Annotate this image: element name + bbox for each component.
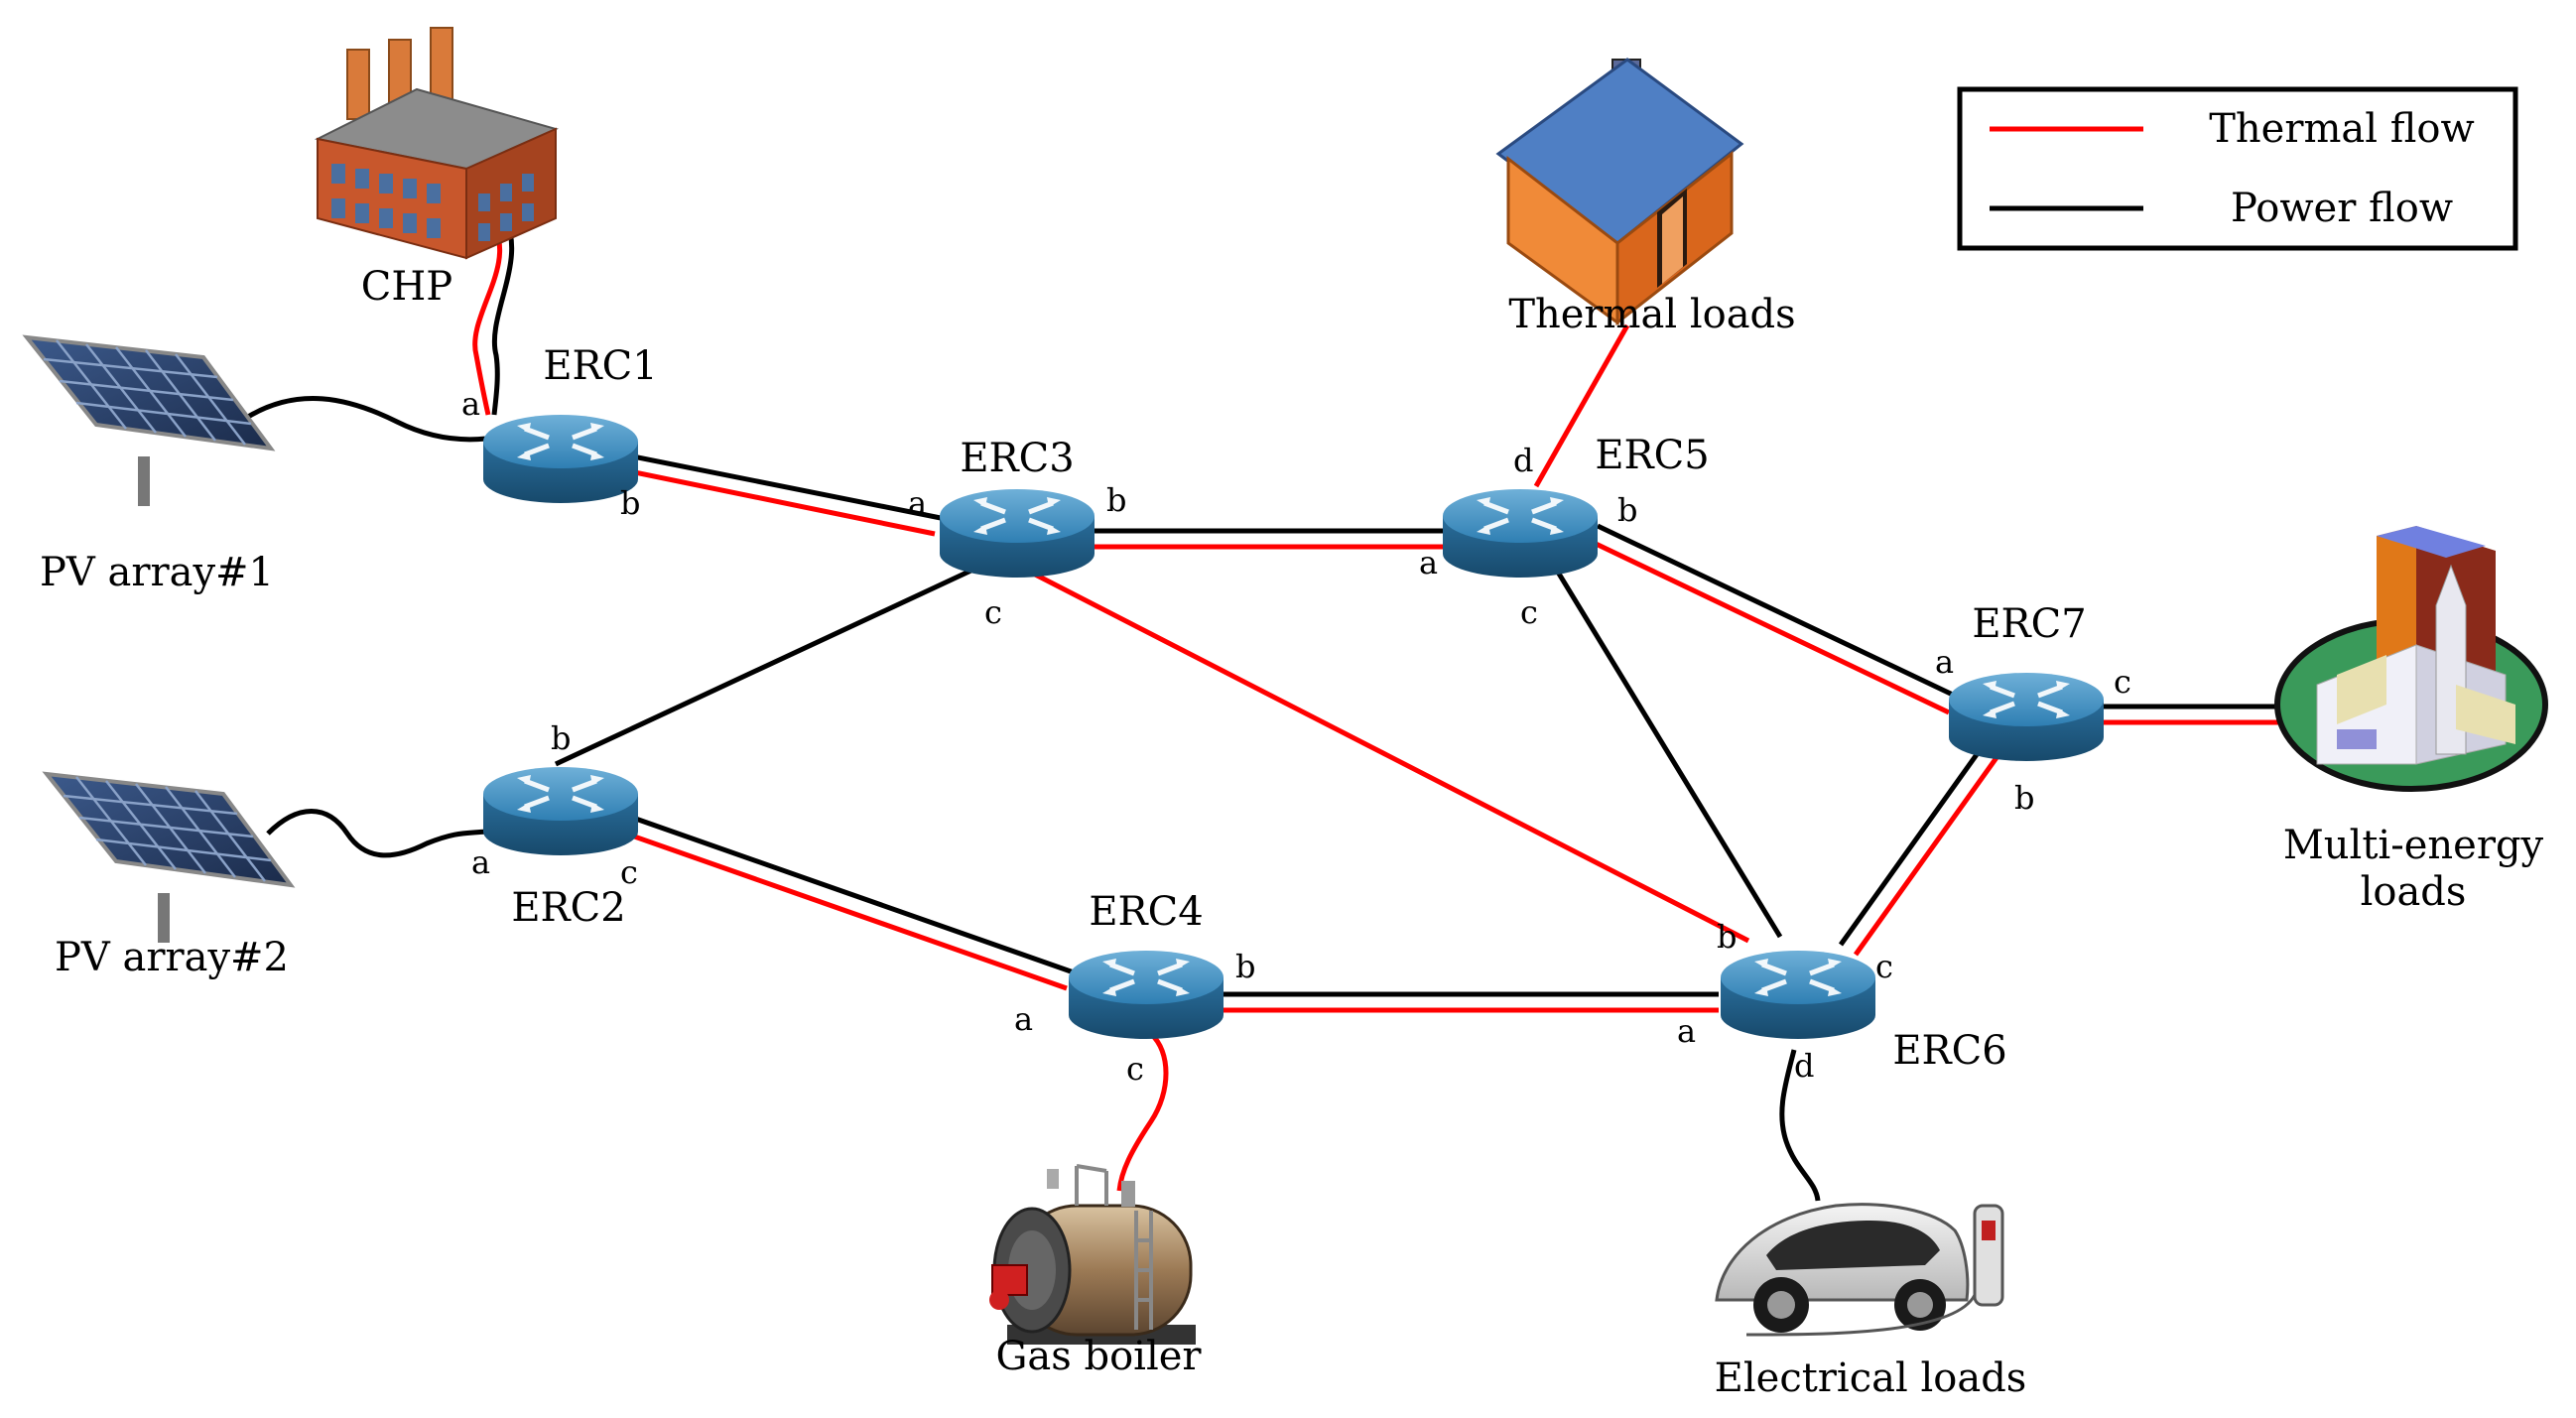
erc2-label: ERC2	[511, 885, 625, 931]
chp-label: CHP	[361, 264, 452, 310]
erc7-port-a: a	[1935, 643, 1954, 681]
erc7-router-icon	[1949, 673, 2104, 761]
pv2-erc2-power	[266, 809, 487, 858]
erc6-evload-power	[1779, 1049, 1821, 1202]
house-icon	[1495, 58, 1744, 326]
erc6-port-a: a	[1677, 1012, 1696, 1050]
multi-energy-building-icon	[2274, 526, 2548, 792]
erc2-port-a: a	[471, 843, 490, 881]
multi-energy-label-line2: loads	[2361, 869, 2467, 915]
chp-erc1-power	[491, 218, 515, 416]
erc5-port-a: a	[1419, 544, 1438, 581]
thermal-loads-label: Thermal loads	[1508, 292, 1795, 337]
multi-energy-label-line1: Multi-energy	[2283, 823, 2544, 868]
erc1-router-icon	[483, 415, 638, 503]
erc1-port-b: b	[620, 484, 640, 522]
electrical-loads-label: Electrical loads	[1715, 1355, 2027, 1401]
erc5-erc7-power	[1596, 523, 1959, 700]
erc4-label: ERC4	[1089, 889, 1203, 935]
erc3-router-icon	[940, 489, 1095, 578]
erc4-router-icon	[1069, 951, 1224, 1039]
erc7-erc6-power	[1838, 730, 1996, 947]
legend-box	[1957, 86, 2518, 251]
erc7-port-b: b	[2014, 779, 2034, 817]
erc5-erc6-power	[1545, 554, 1783, 939]
erc4-boiler-thermal	[1116, 1032, 1169, 1192]
erc3-port-a: a	[908, 484, 927, 522]
erc5-router-icon	[1443, 489, 1598, 578]
erc6-label: ERC6	[1892, 1028, 2006, 1074]
erc5-port-c: c	[1520, 593, 1538, 631]
labels: ERC1 ERC2 ERC3 ERC4 ERC5 ERC6 ERC7 CHP P…	[40, 264, 2544, 1401]
erc5-thermal-loads	[1533, 323, 1630, 488]
erc5-erc7-thermal	[1590, 539, 1951, 715]
erc3-port-b: b	[1106, 481, 1126, 519]
erc2-erc4-thermal	[619, 829, 1068, 991]
erc6-port-b: b	[1717, 918, 1737, 956]
erc7-erc6-thermal	[1853, 736, 2013, 957]
erc2-erc4-power	[626, 813, 1075, 975]
erc1-label: ERC1	[543, 343, 657, 389]
erc3-port-c: c	[984, 593, 1002, 631]
erc7-label: ERC7	[1972, 601, 2086, 647]
erc6-port-c: c	[1875, 948, 1893, 985]
erc5-port-d: d	[1513, 442, 1533, 479]
solar-panel-icon	[45, 772, 293, 945]
erc2-port-c: c	[620, 853, 638, 891]
legend-thermal-label: Thermal flow	[2209, 106, 2475, 152]
erc3-erc2-power	[554, 558, 994, 767]
erc1-erc3-thermal	[614, 465, 936, 537]
pv2-label: PV array#2	[55, 935, 289, 980]
erc4-port-a: a	[1014, 1000, 1033, 1038]
erc7-port-c: c	[2114, 663, 2131, 701]
chp-erc1-thermal	[472, 224, 503, 416]
erc5-port-b: b	[1617, 491, 1637, 529]
gas-boiler-icon	[989, 1164, 1196, 1345]
erc6-port-d: d	[1794, 1047, 1814, 1085]
erc5-label: ERC5	[1595, 433, 1709, 478]
erc4-port-b: b	[1235, 948, 1255, 985]
erc4-port-c: c	[1126, 1050, 1144, 1088]
connection-lines	[246, 218, 2282, 1202]
erc3-label: ERC3	[960, 436, 1074, 481]
electric-car-icon	[1715, 1203, 2004, 1337]
erc6-router-icon	[1721, 951, 1875, 1039]
erc2-router-icon	[483, 767, 638, 855]
erc2-port-b: b	[551, 719, 571, 757]
pv1-label: PV array#1	[40, 550, 274, 595]
erc1-port-a: a	[461, 385, 480, 423]
gas-boiler-label: Gas boiler	[995, 1334, 1202, 1379]
solar-panel-icon	[25, 335, 273, 508]
factory-icon	[314, 27, 559, 260]
legend-power-label: Power flow	[2231, 186, 2453, 231]
erc1-erc3-power	[622, 451, 942, 521]
legend: Thermal flow Power flow	[1957, 86, 2518, 251]
pv1-erc1-power	[246, 396, 487, 443]
erc3-erc6-thermal	[1008, 559, 1750, 944]
